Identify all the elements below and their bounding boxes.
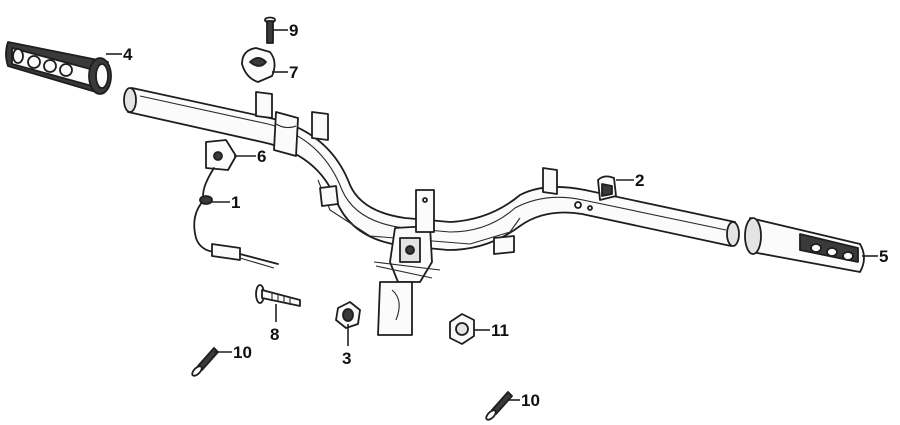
screw-10-left <box>191 347 219 377</box>
callout-11: 11 <box>491 321 509 340</box>
callout-2: 2 <box>635 171 644 190</box>
mount-tabs <box>255 91 593 255</box>
callout-10-left: 10 <box>233 343 252 362</box>
callout-7: 7 <box>289 63 298 82</box>
locknut-11 <box>449 313 475 345</box>
callout-3: 3 <box>342 349 351 368</box>
callout-6: 6 <box>257 147 266 166</box>
left-grip <box>5 41 112 95</box>
right-grip <box>744 217 865 273</box>
callout-1: 1 <box>231 193 240 212</box>
screw-9 <box>264 16 276 44</box>
callout-9: 9 <box>289 21 298 40</box>
nut-3 <box>335 301 361 329</box>
callout-4: 4 <box>123 45 133 64</box>
steering-mount-bracket <box>373 189 441 336</box>
screw-10-bottom <box>485 391 513 421</box>
callout-labels: 4 9 7 6 2 1 5 8 3 11 10 10 <box>123 21 888 410</box>
callout-10-bottom: 10 <box>521 391 540 410</box>
bolt-8 <box>255 284 301 307</box>
callout-8: 8 <box>270 325 279 344</box>
switch-bracket-6 <box>205 139 237 171</box>
leader-lines <box>106 29 878 401</box>
callout-5: 5 <box>879 247 888 266</box>
clip-2 <box>597 175 617 201</box>
clamp-cap-7 <box>241 47 276 83</box>
brake-switch-cable-1 <box>193 167 279 269</box>
handlebar-clamp <box>273 111 299 157</box>
